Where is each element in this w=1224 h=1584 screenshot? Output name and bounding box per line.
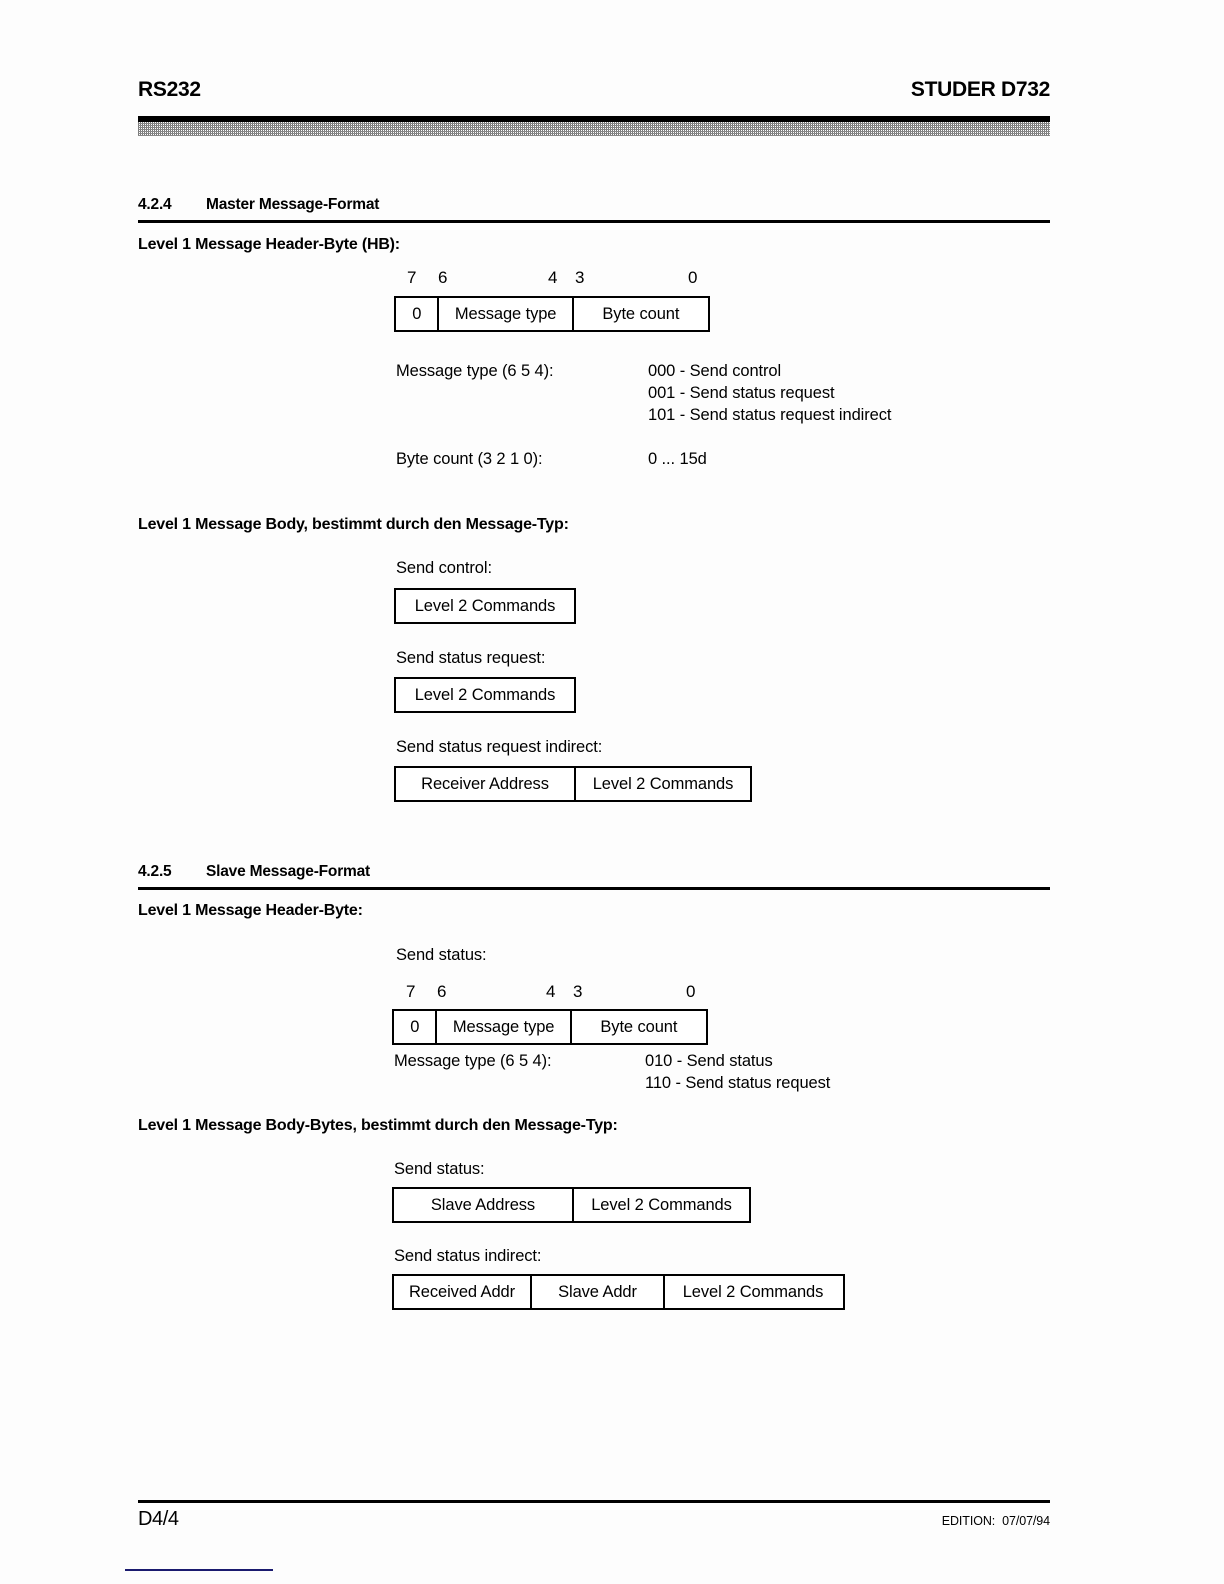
bit-label-6: 6 [437,982,447,1001]
subhead-master-header-byte: Level 1 Message Header-Byte (HB): [138,236,400,253]
byte-cell-byte-count: Byte count [569,1011,706,1043]
field-value-110: 110 - Send status request [645,1074,831,1092]
section-number-424: 4.2.4 [138,196,172,213]
field-value-byte-count-range: 0 ... 15d [648,450,707,468]
subhead-master-body: Level 1 Message Body, bestimmt durch den… [138,516,569,533]
bit-label-7: 7 [406,982,416,1001]
caption-send-control: Send control: [396,559,492,577]
box-cell-level2-commands: Level 2 Commands [414,685,556,704]
footer-page-number: D4/4 [138,1508,179,1530]
bit-label-6: 6 [438,268,448,287]
bit-label-3: 3 [573,982,583,1001]
box-send-status-request: Level 2 Commands [394,677,576,713]
box-send-status: Slave Address Level 2 Commands [392,1187,751,1223]
section-rule-425 [138,887,1050,890]
bit-label-3: 3 [575,268,585,287]
box-send-status-request-indirect: Receiver Address Level 2 Commands [394,766,752,802]
box-send-control: Level 2 Commands [394,588,576,624]
field-value-010: 010 - Send status [645,1052,773,1070]
byte-box-slave-header: 0 Message type Byte count [392,1009,708,1045]
subhead-slave-body: Level 1 Message Body-Bytes, bestimmt dur… [138,1117,618,1134]
subhead-slave-header-byte: Level 1 Message Header-Byte: [138,902,363,919]
field-label-message-type-slave: Message type (6 5 4): [394,1052,552,1070]
section-heading-master: 4.2.4 Master Message-Format [138,196,1050,223]
field-value-101: 101 - Send status request indirect [648,406,892,424]
box-cell-slave-address: Slave Address [430,1195,536,1214]
section-title-425: Slave Message-Format [206,863,370,880]
field-label-message-type-master: Message type (6 5 4): [396,362,554,380]
scan-artifact-blue-line [125,1569,273,1571]
section-number-425: 4.2.5 [138,863,172,880]
section-title-424: Master Message-Format [206,196,380,213]
field-label-byte-count-master: Byte count (3 2 1 0): [396,450,543,468]
bit-label-4: 4 [546,982,556,1001]
caption-slave-send-status: Send status: [396,946,487,964]
caption-body-send-status: Send status: [394,1160,485,1178]
byte-cell-byte-count: Byte count [571,298,708,330]
bit-label-7: 7 [407,268,417,287]
box-cell-level2-commands: Level 2 Commands [572,1189,749,1221]
byte-box-master-header: 0 Message type Byte count [394,296,710,332]
field-value-000: 000 - Send control [648,362,782,380]
byte-cell-msb-zero: 0 [412,304,422,323]
box-cell-receiver-address: Receiver Address [421,774,549,793]
box-cell-level2-commands: Level 2 Commands [663,1276,841,1308]
footer-rule [138,1500,1050,1503]
caption-body-send-status-indirect: Send status indirect: [394,1247,542,1265]
box-cell-received-addr: Received Addr [408,1282,515,1301]
byte-cell-message-type: Message type [437,298,571,330]
header-right-title: STUDER D732 [910,78,1050,101]
section-heading-slave: 4.2.5 Slave Message-Format [138,863,1050,890]
box-send-status-indirect: Received Addr Slave Addr Level 2 Command… [392,1274,845,1310]
byte-cell-msb-zero: 0 [410,1017,420,1036]
bit-label-4: 4 [548,268,558,287]
field-value-001: 001 - Send status request [648,384,835,402]
caption-send-status-request-indirect: Send status request indirect: [396,738,603,756]
section-rule-424 [138,220,1050,223]
box-cell-level2-commands: Level 2 Commands [414,596,556,615]
header-black-rule [138,116,1050,122]
caption-send-status-request: Send status request: [396,649,546,667]
byte-cell-message-type: Message type [435,1011,569,1043]
footer-edition-date: 07/07/94 [1002,1514,1050,1528]
header-left-title: RS232 [138,78,201,101]
footer-edition: EDITION: 07/07/94 [942,1514,1050,1528]
box-cell-level2-commands: Level 2 Commands [574,768,750,800]
page-header: RS232 STUDER D732 [138,78,1050,136]
bit-ruler-slave: 7 6 4 3 0 [394,982,724,1004]
bit-label-0: 0 [686,982,696,1001]
bit-label-0: 0 [688,268,698,287]
bit-ruler-master: 7 6 4 3 0 [394,268,724,290]
box-cell-slave-addr: Slave Addr [530,1276,663,1308]
footer-edition-label: EDITION: [941,1514,996,1528]
header-hatched-band [138,122,1050,136]
